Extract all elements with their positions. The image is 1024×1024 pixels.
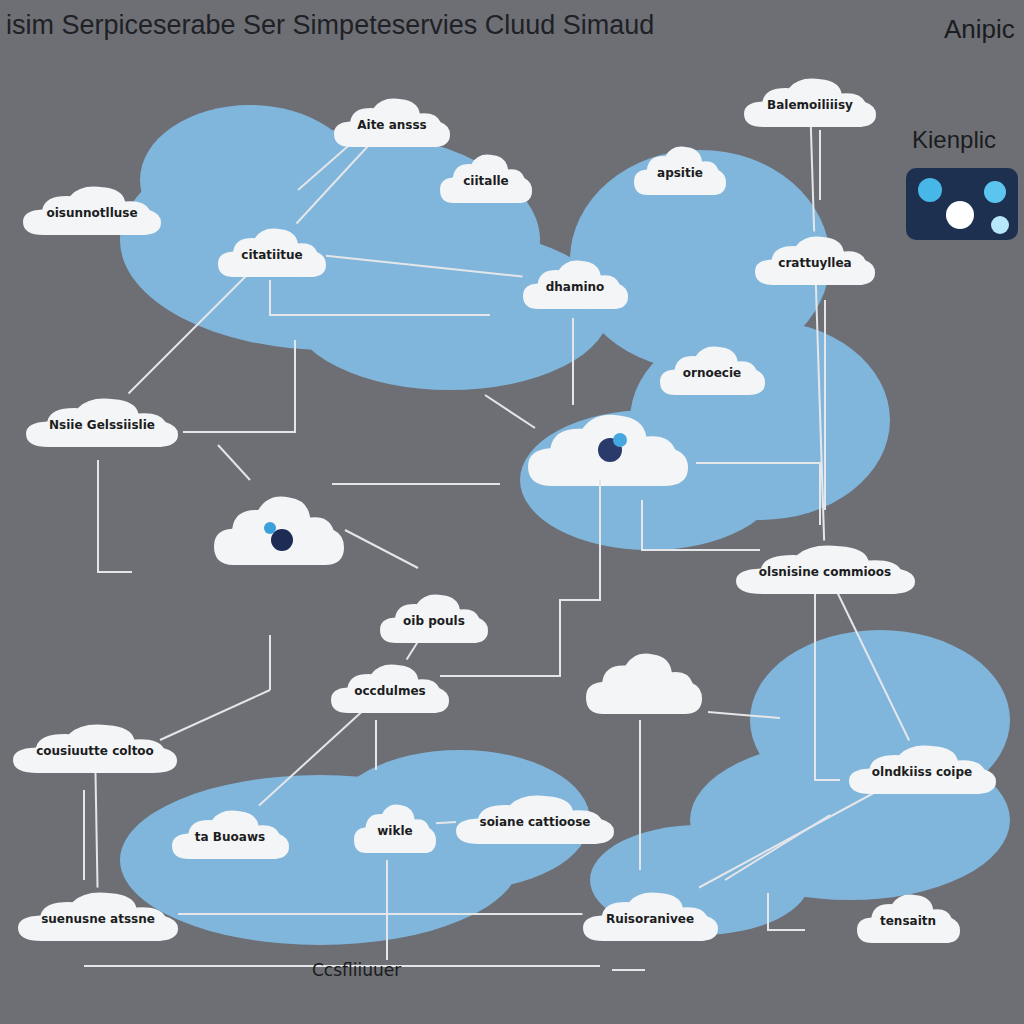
cloud-node: Ruisoranivee xyxy=(583,888,718,941)
cloud-node: Nsiie Gelssiislie xyxy=(26,394,178,447)
icon-cloud xyxy=(214,415,702,714)
cloud-outline xyxy=(172,810,289,858)
cloud-node: soiane cattioose xyxy=(456,791,614,844)
node-text: suenusne atssne xyxy=(18,912,178,926)
node-text: citatiitue xyxy=(218,248,326,262)
cloud-outline xyxy=(380,594,488,642)
cloud-node: wikle xyxy=(354,800,436,853)
cloud-outline xyxy=(13,724,177,772)
connector xyxy=(326,256,523,277)
node-text: apsitie xyxy=(634,166,726,180)
cloud-outline xyxy=(660,346,765,394)
cloud-node: suenusne atssne xyxy=(18,888,178,941)
connector xyxy=(436,822,456,823)
node-text: cousiuutte coltoo xyxy=(13,744,177,758)
cloud-outline xyxy=(634,146,726,194)
cloud-node: crattuyllea xyxy=(755,232,875,285)
cloud-outline xyxy=(334,98,450,146)
title: isim Serpiceserabe Ser Simpeteservies Cl… xyxy=(6,10,654,41)
node-text: dhamino xyxy=(523,280,628,294)
connector xyxy=(699,794,873,888)
node-text: ornoecie xyxy=(660,366,765,380)
cloud-outline xyxy=(440,154,532,202)
cloud-node: oisunnotlluse xyxy=(23,182,161,235)
cloud-outline xyxy=(583,892,718,940)
node-text: wikle xyxy=(354,824,436,838)
cloud-node: ornoecie xyxy=(660,342,765,395)
cloud-outline xyxy=(331,664,449,712)
label-text: Kienplic xyxy=(912,126,996,154)
cloud-outline xyxy=(26,398,178,446)
node-text: ta Buoaws xyxy=(172,830,289,844)
cloud-outline xyxy=(456,795,614,843)
connector xyxy=(259,713,361,806)
connector xyxy=(816,285,824,541)
cloud-node: ta Buoaws xyxy=(172,806,289,859)
cloud-node: occdulmes xyxy=(331,660,449,713)
cloud-outline xyxy=(523,260,628,308)
logo-blob xyxy=(906,168,1018,240)
cloud-node: olsnisine commioos xyxy=(736,541,915,594)
cloud-node: tensaitn xyxy=(857,890,960,943)
node-text: Ruisoranivee xyxy=(583,912,718,926)
node-text: soiane cattioose xyxy=(456,815,614,829)
node-text: occdulmes xyxy=(331,684,449,698)
node-text: Aite ansss xyxy=(334,118,450,132)
cloud-outline xyxy=(736,545,915,593)
cloud-outline xyxy=(18,892,178,940)
cloud-node: dhamino xyxy=(523,256,628,309)
cloud-outline xyxy=(755,236,875,284)
node-text: Balemoiliiisy xyxy=(744,98,876,112)
node-text: ciitalle xyxy=(440,174,532,188)
connector xyxy=(838,594,909,741)
cloud-node: ciitalle xyxy=(440,150,532,203)
cloud-node: apsitie xyxy=(634,142,726,195)
connector xyxy=(811,127,814,232)
node-text: olndkiiss coipe xyxy=(849,765,996,779)
cloud-node: olndkiiss coipe xyxy=(849,741,996,794)
node-text: tensaitn xyxy=(857,914,960,928)
connector xyxy=(178,913,583,915)
cloud-outline xyxy=(218,228,326,276)
connector xyxy=(95,773,97,888)
cloud-outline xyxy=(744,78,876,126)
cloud-node: cousiuutte coltoo xyxy=(13,720,177,773)
cloud-node: Balemoiliiisy xyxy=(744,74,876,127)
node-text: crattuyllea xyxy=(755,256,875,270)
connector xyxy=(296,147,367,224)
label-text: Ccsfliiuuer xyxy=(312,960,401,980)
node-text: Nsiie Gelssiislie xyxy=(26,418,178,432)
connector xyxy=(129,277,246,394)
cloud-outline xyxy=(23,186,161,234)
cloud-outline xyxy=(857,894,960,942)
cloud-node: Aite ansss xyxy=(334,94,450,147)
connector xyxy=(407,643,418,660)
cloud-outline xyxy=(849,745,996,793)
label-text: Anipic xyxy=(944,14,1015,45)
big-cloud xyxy=(120,105,1010,945)
node-text: oib pouls xyxy=(380,614,488,628)
node-text: olsnisine commioos xyxy=(736,565,915,579)
cloud-outline xyxy=(354,804,436,852)
cloud-node: citatiitue xyxy=(218,224,326,277)
cloud-node: oib pouls xyxy=(380,590,488,643)
node-text: oisunnotlluse xyxy=(23,206,161,220)
leader-line xyxy=(84,130,840,970)
